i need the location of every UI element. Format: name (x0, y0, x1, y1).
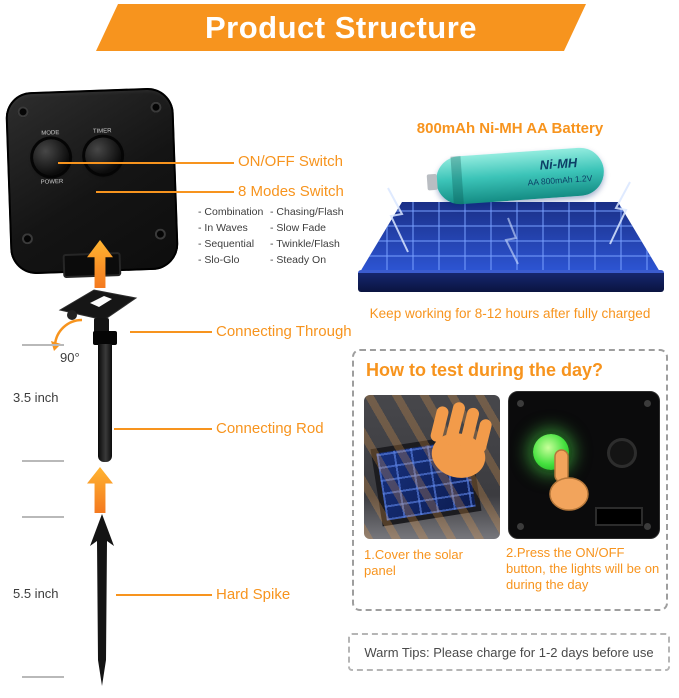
rotation-arrow-icon (51, 318, 83, 351)
screw-icon (150, 101, 162, 113)
mode-item: - Combination (198, 206, 264, 218)
callout-line (116, 594, 212, 596)
screw-icon (154, 228, 167, 240)
battery-title: 800mAh Ni-MH AA Battery (416, 120, 604, 137)
measure-tick (22, 676, 64, 678)
onoff-knob (32, 138, 70, 177)
battery-scene: Ni-MH AA 800mAh 1.2V (358, 140, 664, 298)
connecting-rod-label: Connecting Rod (216, 420, 324, 437)
measure-tick (22, 460, 64, 462)
solar-panel-back-view: MODE TIMER POWER (4, 87, 180, 279)
title-banner: Product Structure (96, 4, 586, 51)
spike-measure-label: 5.5 inch (13, 586, 59, 601)
measure-tick (22, 516, 64, 518)
solar-panel-top (360, 202, 660, 272)
mode-item: - Twinkle/Flash (270, 238, 340, 250)
connecting-through-label: Connecting Through (216, 323, 352, 340)
mode-item: - Slow Fade (270, 222, 327, 234)
warm-tips-text: Warm Tips: Please charge for 1-2 days be… (364, 644, 654, 660)
screw-icon (517, 400, 524, 407)
connecting-bracket (58, 289, 138, 334)
up-arrow-icon (87, 467, 113, 513)
mode-item: - Chasing/Flash (270, 206, 344, 218)
modes-switch-label: 8 Modes Switch (238, 183, 344, 200)
screw-icon (644, 523, 651, 530)
mode-item: - Steady On (270, 254, 327, 266)
step2-caption: 2.Press the ON/OFF button, the lights wi… (506, 545, 660, 592)
measure-tick (22, 344, 64, 346)
angle-label: 90° (60, 350, 80, 365)
mode-item: - Sequential (198, 238, 255, 250)
knob-label: MODE (41, 130, 60, 137)
page-title: Product Structure (204, 9, 478, 45)
how-to-test-box: How to test during the day? (352, 349, 668, 611)
rod-measure-label: 3.5 inch (13, 390, 59, 405)
mode-knob (84, 136, 122, 175)
onoff-switch-label: ON/OFF Switch (238, 153, 344, 170)
mode-list: - Combination - Chasing/Flash - In Waves… (198, 206, 344, 266)
step1-caption: 1.Cover the solar panel (364, 547, 463, 578)
test-title: How to test during the day? (366, 360, 603, 380)
knob-label: POWER (40, 179, 64, 186)
screw-icon (517, 523, 524, 530)
ground-spike (90, 514, 114, 686)
knob-label: TIMER (92, 128, 112, 135)
callout-line (114, 428, 212, 430)
callout-line (58, 162, 234, 164)
connector-slot-small (595, 507, 643, 526)
mode-item: - In Waves (198, 222, 248, 234)
battery-caption: Keep working for 8-12 hours after fully … (369, 306, 651, 321)
warm-tips-box: Warm Tips: Please charge for 1-2 days be… (348, 633, 670, 671)
screw-icon (21, 233, 34, 245)
callout-line (130, 331, 212, 333)
screw-icon (644, 400, 651, 407)
rod-coupler (93, 331, 117, 345)
mode-item: - Slo-Glo (198, 254, 240, 266)
hand-cover-icon (430, 402, 492, 478)
screw-icon (17, 106, 29, 118)
connecting-rod (98, 344, 112, 462)
hand-press-icon (549, 449, 589, 511)
solar-panel-edge (358, 270, 664, 292)
mode-knob-small (607, 438, 637, 468)
lightning-effect-icon (387, 181, 631, 265)
callout-line (96, 191, 234, 193)
press-button-photo (508, 391, 660, 539)
cover-panel-photo (364, 395, 500, 539)
hard-spike-label: Hard Spike (216, 586, 291, 603)
